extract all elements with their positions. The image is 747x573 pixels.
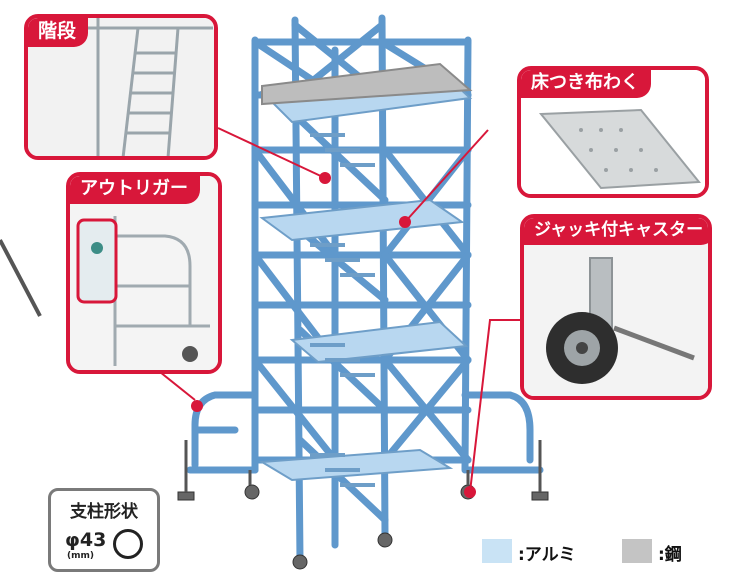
callout-caster-title: ジャッキ付キャスター [524,218,708,245]
post-circle-icon [113,529,143,559]
callout-stairs: 階段 [24,14,218,160]
post-shape-box: 支柱形状 φ43 (mm) [48,488,160,572]
legend-label-steel: :鋼 [658,545,682,565]
callout-stairs-title: 階段 [28,18,89,47]
caster-photo [524,218,708,396]
post-diameter: φ43 [65,529,107,551]
callout-outrigger: アウトリガー [66,172,222,374]
callout-outrigger-title: アウトリガー [70,176,200,204]
legend-label-aluminum: :アルミ [518,545,576,565]
legend-swatch-aluminum [482,539,512,563]
legend-swatch-steel [622,539,652,563]
post-shape-title: 支柱形状 [70,502,138,522]
callout-platform: 床つき布わく [517,66,709,198]
outrigger-photo [70,176,218,370]
callout-caster: ジャッキ付キャスター [520,214,712,400]
callout-platform-title: 床つき布わく [521,70,651,98]
post-diameter-unit: (mm) [67,551,94,561]
